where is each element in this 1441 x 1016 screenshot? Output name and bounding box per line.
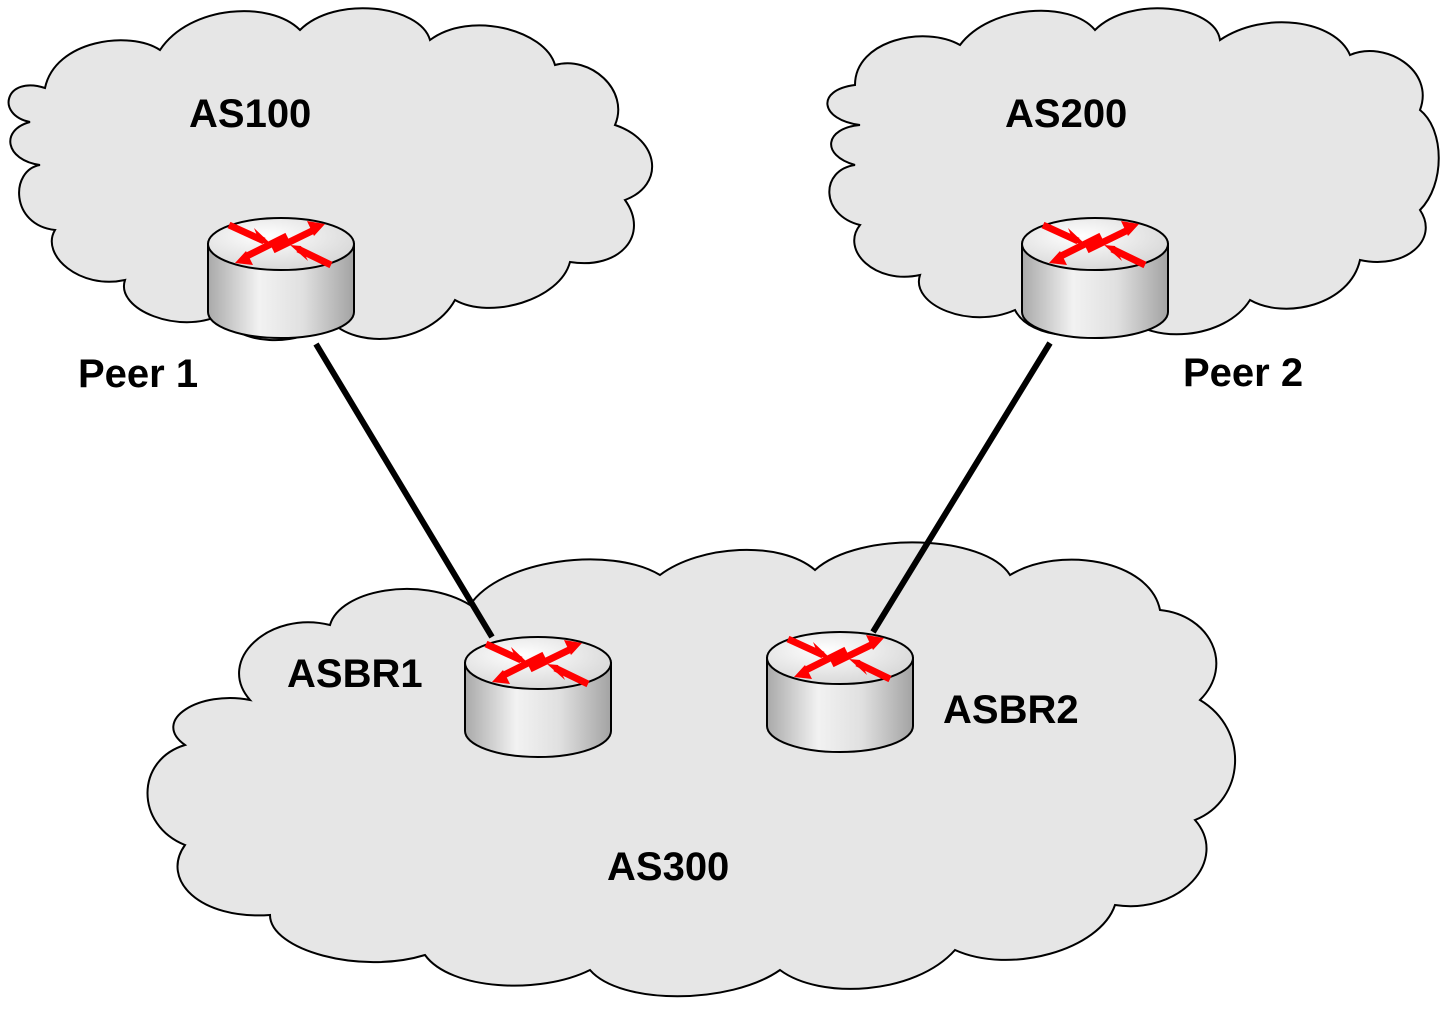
cloud-label-as100: AS100 [189,92,311,136]
cloud-as100 [7,7,653,341]
cloud-label-as200: AS200 [1005,92,1127,136]
router-label-asbr2: ASBR2 [943,688,1079,732]
router-peer1[interactable] [208,218,354,338]
router-asbr2[interactable] [767,632,913,752]
router-icon [767,632,913,752]
router-peer2[interactable] [1022,218,1168,338]
router-label-peer2: Peer 2 [1183,351,1303,395]
link-peer1-asbr1 [313,342,495,639]
router-icon [465,637,611,757]
cloud-label-as300: AS300 [607,845,729,889]
cloud-as200 [826,7,1440,336]
cloud-as300 [146,541,1236,998]
router-label-asbr1: ASBR1 [287,652,423,696]
router-label-peer1: Peer 1 [78,352,198,396]
link-peer2-asbr2 [870,341,1053,634]
router-icon [208,218,354,338]
router-asbr1[interactable] [465,637,611,757]
router-icon [1022,218,1168,338]
